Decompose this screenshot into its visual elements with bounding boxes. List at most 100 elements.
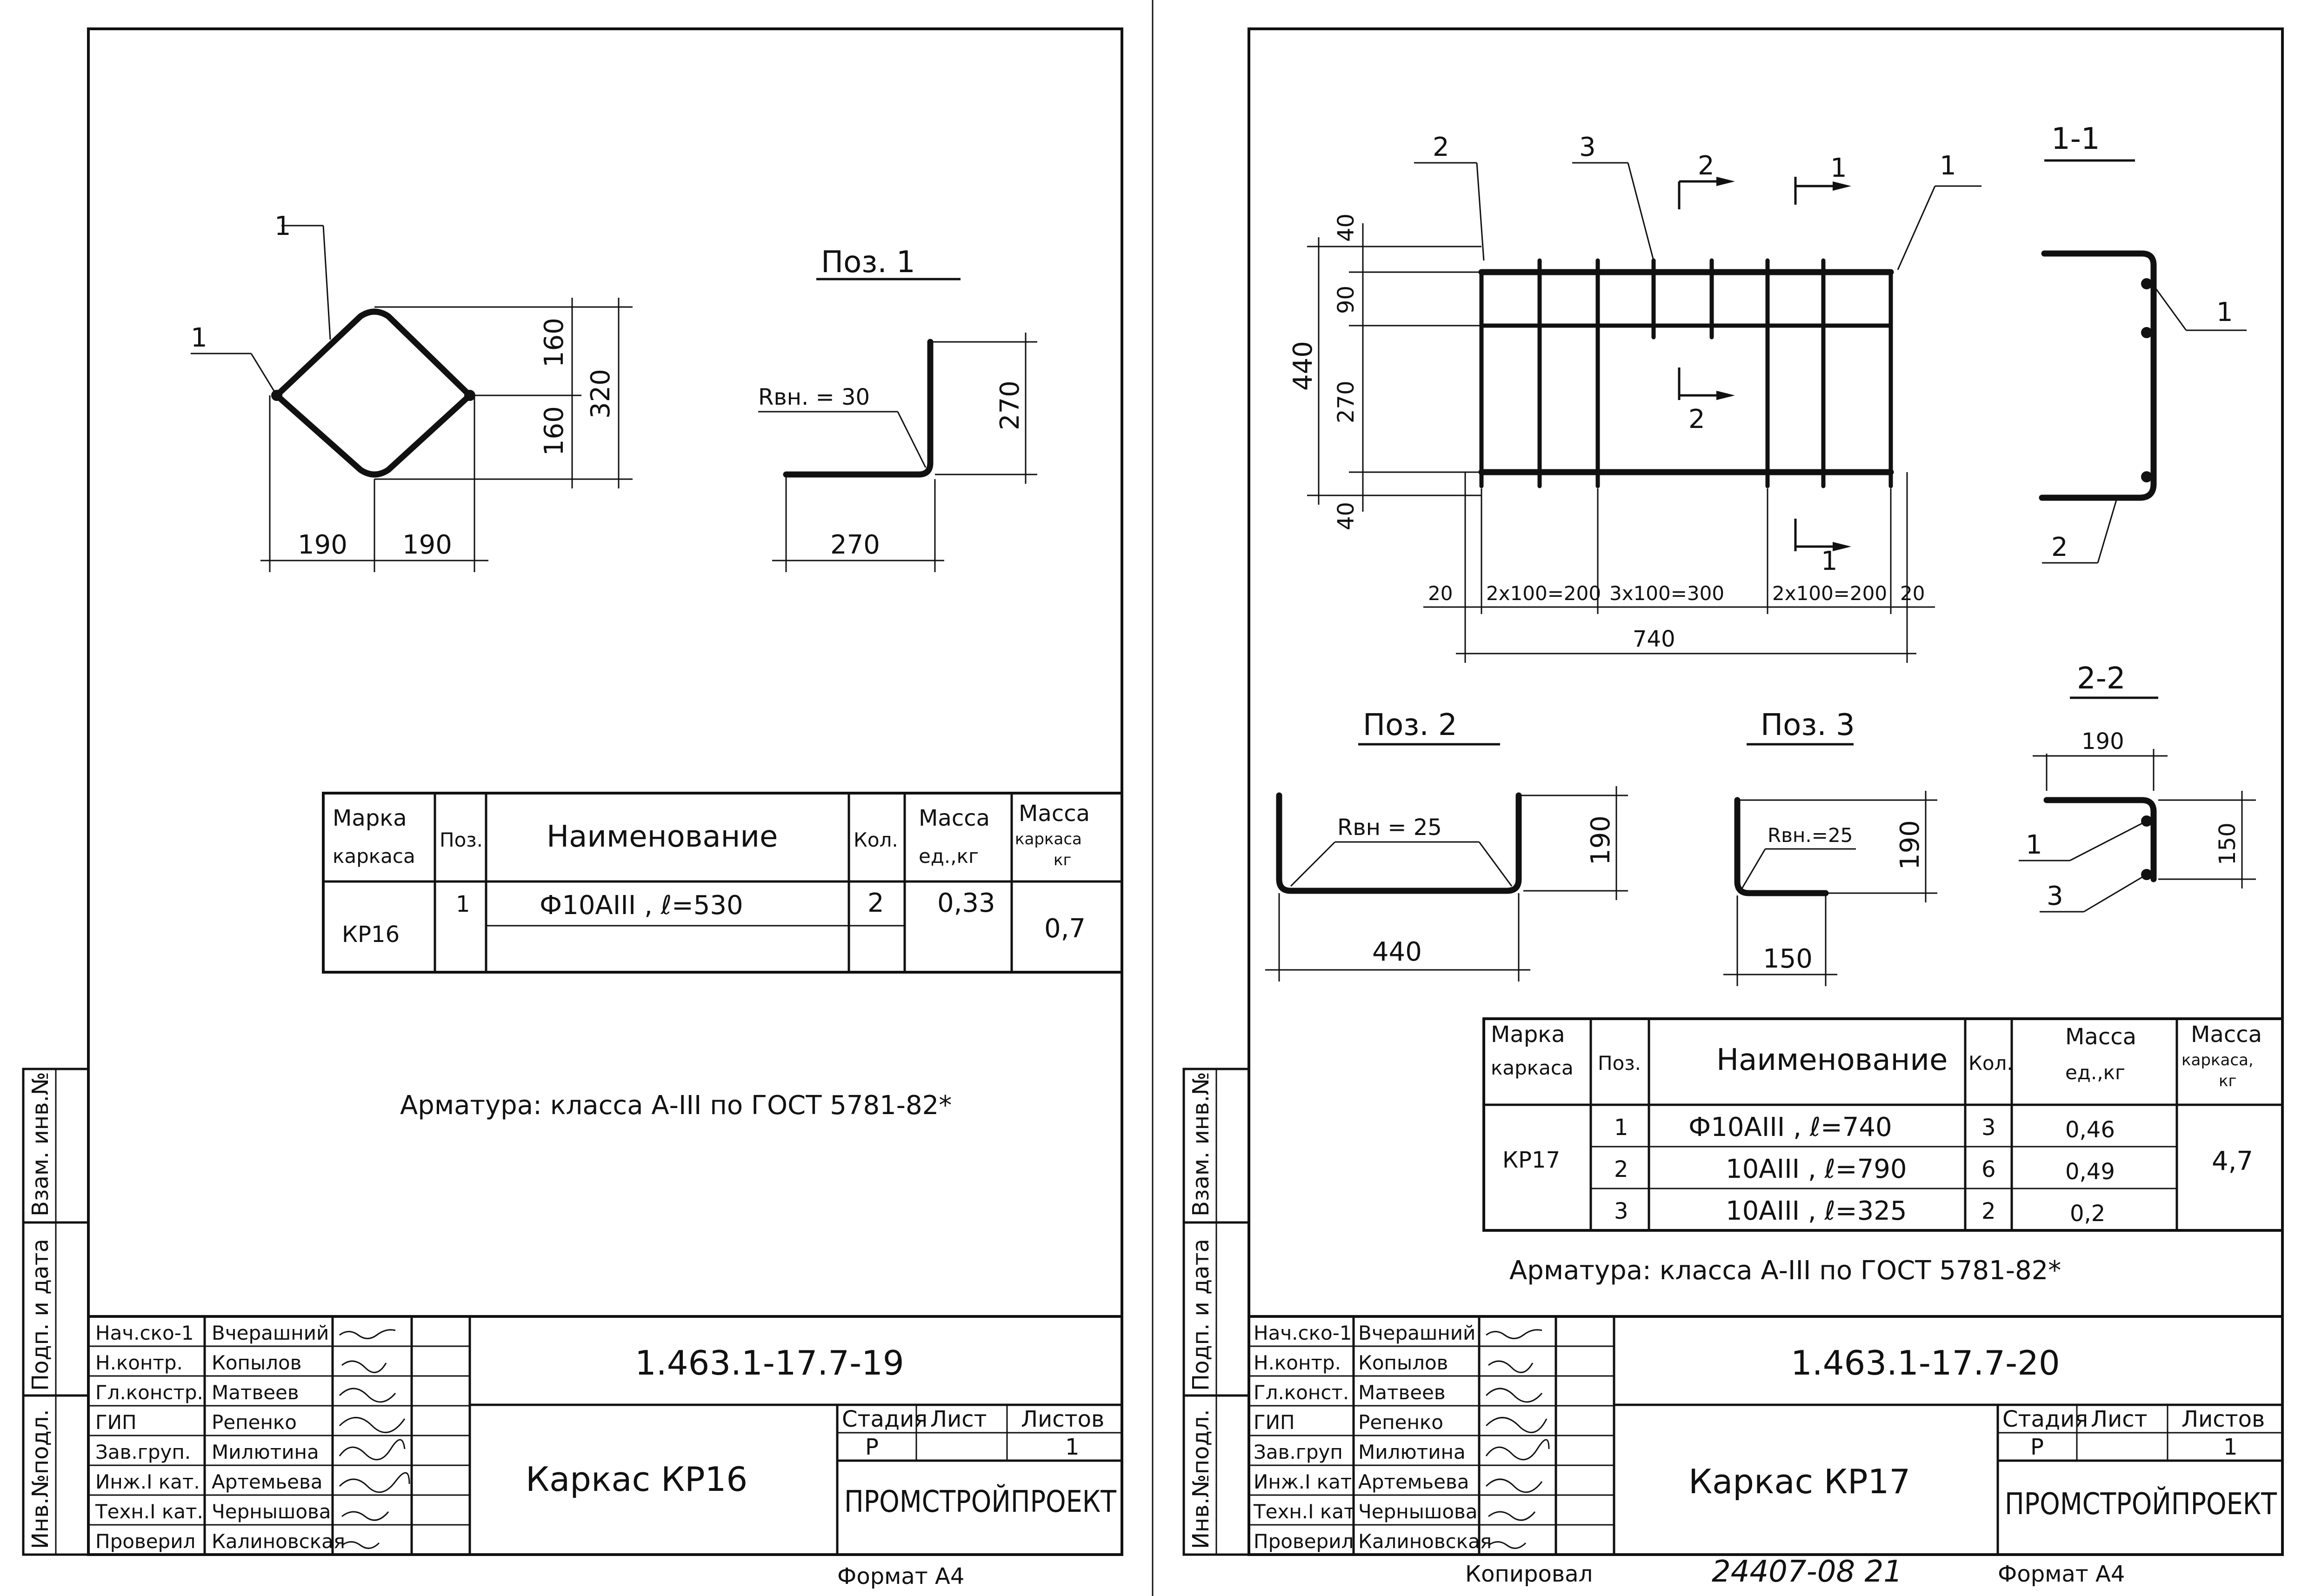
section-2-label-1: 1	[2026, 830, 2042, 860]
th-total-2: каркаса	[1015, 830, 1082, 848]
row2-1-pos: 2	[1614, 1156, 1628, 1182]
vdim-270: 270	[1333, 381, 1359, 423]
th2-unit-1: Масса	[2065, 1024, 2136, 1050]
staff-name-7: Калиновская	[212, 1530, 345, 1553]
pos3-dim-190: 190	[1895, 820, 1925, 870]
serial-number: 24407-08 21	[1712, 1555, 1902, 1589]
org-name-r: ПРОМСТРОЙПРОЕКТ	[2005, 1486, 2277, 1522]
th2-total-2: каркаса,	[2182, 1051, 2254, 1069]
spec-table-kp16: Марка каркаса Поз. Наименование Кол. Мас…	[322, 792, 1123, 974]
pos2-radius: Rвн = 25	[1337, 815, 1442, 841]
th-total-3: кг	[1054, 851, 1071, 869]
staff-name-0: Вчерашний	[212, 1322, 329, 1344]
signature2-1	[1488, 1360, 1534, 1373]
sheet-right: Инв.№подл. Подп. и дата Взам. инв.№ 2 3	[1182, 27, 2284, 1589]
th-unit-1: Масса	[919, 805, 990, 831]
dim-190b: 190	[402, 530, 452, 560]
sketch-label-1b: 1	[191, 323, 207, 353]
doc-code: 1.463.1-17.7-19	[635, 1343, 904, 1382]
staff2-name-4: Милютина	[1358, 1441, 1466, 1463]
section-mark-2b-label: 2	[1688, 404, 1705, 434]
signature-5	[339, 1472, 410, 1493]
staff-role-3: ГИП	[95, 1411, 137, 1434]
staff2-name-1: Копылов	[1358, 1351, 1448, 1374]
th2-name: Наименование	[1716, 1043, 1948, 1077]
signature2-2	[1485, 1388, 1543, 1403]
pos3-radius: Rвн.=25	[1768, 824, 1853, 847]
sheets-value-r: 1	[2223, 1434, 2238, 1460]
org-name: ПРОМСТРОЙПРОЕКТ	[844, 1484, 1117, 1519]
row-unit-mass: 0,33	[937, 888, 995, 918]
th-pos: Поз.	[440, 828, 483, 851]
staff2-name-6: Чернышова	[1358, 1500, 1478, 1523]
row2-0-qty: 3	[1981, 1115, 1996, 1141]
staff2-name-7: Калиновская	[1358, 1530, 1492, 1553]
section-mark-1b-label: 1	[1821, 546, 1838, 576]
signature-4	[339, 1439, 406, 1461]
vdim-90: 90	[1333, 286, 1359, 314]
dim-160a: 160	[539, 318, 569, 367]
row-name: Ф10АIII , ℓ=530	[540, 890, 743, 921]
signature-0	[339, 1329, 396, 1339]
pos2-dim-440: 440	[1372, 937, 1422, 967]
left-side-stamp: Инв.№подл. Подп. и дата Взам. инв.№	[22, 1068, 90, 1556]
note-right: Арматура: класса А-III по ГОСТ 5781-82*	[1509, 1255, 2061, 1286]
pos1-dim-270h: 270	[830, 530, 880, 560]
pos2-title: Поз. 2	[1363, 708, 1457, 742]
section-1-1-title: 1-1	[2051, 122, 2100, 156]
section-mark-2-bottom: 2	[1678, 367, 1735, 434]
th-name: Наименование	[547, 820, 778, 854]
pos2-detail: Поз. 2 Rвн = 25 190 440	[1265, 708, 1628, 982]
hdim-740: 740	[1633, 626, 1675, 652]
dim-190a: 190	[298, 530, 347, 560]
sheets-label: Листов	[1021, 1406, 1104, 1432]
title-block-left: Нач.ско-1 Вчерашний Н.контр. Копылов Гл.…	[87, 1315, 1123, 1556]
signature2-6	[1488, 1511, 1536, 1521]
row2-1-mass: 0,49	[2065, 1159, 2115, 1185]
frame-sketch-kp16: 1 1 160 160 320 190 190	[191, 211, 633, 572]
format-right: Формат А4	[1998, 1561, 2125, 1587]
staff-name-3: Репенко	[212, 1411, 297, 1434]
pos1-detail: Поз. 1 Rвн. = 30 270 270	[758, 245, 1037, 572]
row2-mark: КР17	[1502, 1147, 1560, 1173]
pos1-radius: Rвн. = 30	[758, 384, 870, 410]
staff-name-6: Чернышова	[212, 1500, 331, 1523]
section-1-label-1: 1	[2216, 297, 2233, 327]
copied-label: Копировал	[1465, 1561, 1593, 1587]
row-mark: КР16	[342, 922, 400, 948]
stage-label: Стадия	[842, 1406, 927, 1432]
side-label-replace: Взам. инв.№	[27, 1072, 53, 1216]
hdim-200a: 2x100=200	[1486, 582, 1601, 605]
staff2-name-2: Матвеев	[1358, 1381, 1446, 1404]
vdim-440: 440	[1288, 341, 1318, 391]
sheet-left: Инв.№подл. Подп. и дата Взам. инв.№ 1 1 …	[22, 27, 1123, 1589]
staff-name-2: Матвеев	[212, 1381, 299, 1404]
doc-title-r: Каркас КР17	[1688, 1462, 1910, 1501]
signature-1	[341, 1360, 387, 1373]
section-2-dim-150: 150	[2215, 822, 2241, 865]
section-mark-2-label: 2	[1698, 151, 1715, 181]
signature2-0	[1486, 1329, 1542, 1339]
th-total-1: Масса	[1019, 801, 1090, 827]
section-2-dim-190: 190	[2081, 728, 2124, 755]
row2-1-qty: 6	[1981, 1156, 1996, 1182]
th2-total-1: Масса	[2191, 1022, 2262, 1048]
staff2-role-0: Нач.ско-1	[1254, 1322, 1352, 1344]
section-mark-1-label: 1	[1830, 153, 1847, 183]
pos3-title: Поз. 3	[1761, 708, 1855, 742]
row-pos: 1	[456, 891, 470, 917]
hdim-20b: 20	[1900, 582, 1925, 605]
staff2-role-1: Н.контр.	[1254, 1351, 1341, 1374]
side-label-inv: Инв.№подл.	[27, 1409, 53, 1549]
row2-2-pos: 3	[1614, 1198, 1628, 1224]
signature2-7	[1488, 1541, 1527, 1549]
signature-7	[341, 1541, 380, 1549]
section-2-2: 2-2 190 150 1 3	[2019, 661, 2256, 913]
th-mark-2: каркаса	[333, 845, 415, 868]
staff2-role-6: Техн.I кат	[1253, 1500, 1355, 1523]
staff2-role-3: ГИП	[1254, 1411, 1295, 1434]
sketch-label-1a: 1	[274, 211, 291, 241]
row2-0-pos: 1	[1614, 1115, 1628, 1141]
side-label-replace-r: Взам. инв.№	[1188, 1072, 1214, 1216]
vdim-40-top: 40	[1333, 214, 1359, 242]
